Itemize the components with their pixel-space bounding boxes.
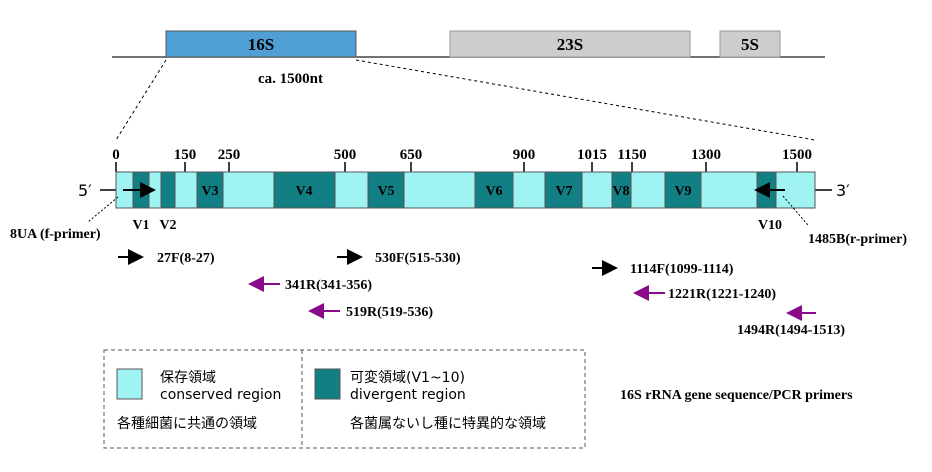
conserved-region-segment [700,171,758,209]
primer-27f: 27F(8-27) [157,251,215,266]
tick-label: 650 [400,147,423,163]
region-label-v5: V5 [377,184,394,199]
tick-label: 150 [174,147,197,163]
divergent-region-segment [474,171,514,209]
primer-1114f: 1114F(1099-1114) [630,262,734,277]
five-prime-label: 5′ [78,181,92,200]
length-note: ca. 1500nt [258,71,323,87]
tick-label: 1150 [617,147,646,163]
zoom-line-left [115,59,167,141]
divergent-region-segment [544,171,583,209]
f-primer-leader [87,196,119,223]
primer-519r: 519R(519-536) [346,305,433,320]
conserved-region-segment [581,171,613,209]
divergent-region-segment [273,171,336,209]
region-label-v9: V9 [674,184,691,199]
f-primer-label: 8UA (f-primer) [10,227,101,242]
zoom-line-right [355,59,816,141]
legend-divergent-desc: 各菌属ないし種に特異的な領域 [350,415,546,432]
tick-label: 1300 [691,147,721,163]
gene-16s-box [165,30,357,58]
r-primer-label: 1485B(r-primer) [808,232,907,247]
primer-341r: 341R(341-356) [285,278,372,293]
tick-label: 1500 [782,147,812,163]
tick-label: 250 [218,147,241,163]
legend-divergent-jp: 可変領域(V1~10) [350,369,465,386]
divergent-region-segment [367,171,405,209]
legend-conserved-swatch [116,368,143,400]
tick-label: 1015 [577,147,607,163]
legend-divergent-swatch [314,368,341,400]
conserved-region-segment [403,171,476,209]
tick-marks [115,162,798,172]
gene-23s-box [449,30,691,58]
region-label-v3: V3 [201,184,218,199]
divergent-region-segment [160,171,176,209]
primer-530f: 530F(515-530) [375,251,461,266]
gene-5s-box [719,30,781,58]
region-label-v1: V1 [132,218,149,233]
region-label-v7: V7 [555,184,572,199]
conserved-region-segment [512,171,546,209]
region-label-v10: V10 [758,218,782,233]
legend-box [103,349,586,449]
conserved-region-segment [334,171,369,209]
legend-divergent-en: divergent region [350,387,466,403]
tick-label: 900 [513,147,536,163]
conserved-region-segment [630,171,666,209]
figure-caption: 16S rRNA gene sequence/PCR primers [620,388,853,403]
legend-conserved-jp: 保存領域 [160,369,216,386]
region-label-v2: V2 [159,218,176,233]
tick-label: 500 [334,147,357,163]
tick-label: 0 [112,147,120,163]
divergent-region-segment [196,171,224,209]
gene-16s-label: 16S [248,35,274,54]
region-label-v6: V6 [485,184,502,199]
primer-1494r: 1494R(1494-1513) [737,323,845,338]
gene-bar [115,171,816,209]
conserved-region-segment [174,171,198,209]
legend-conserved-desc: 各種細菌に共通の領域 [117,415,257,432]
gene-5s-label: 5S [741,35,759,54]
conserved-region-segment [222,171,275,209]
gene-23s-label: 23S [557,35,583,54]
region-label-v4: V4 [295,184,312,199]
region-label-v8: V8 [612,184,629,199]
three-prime-label: 3′ [836,181,850,200]
legend-conserved-en: conserved region [160,387,281,403]
primer-1221r: 1221R(1221-1240) [668,287,776,302]
